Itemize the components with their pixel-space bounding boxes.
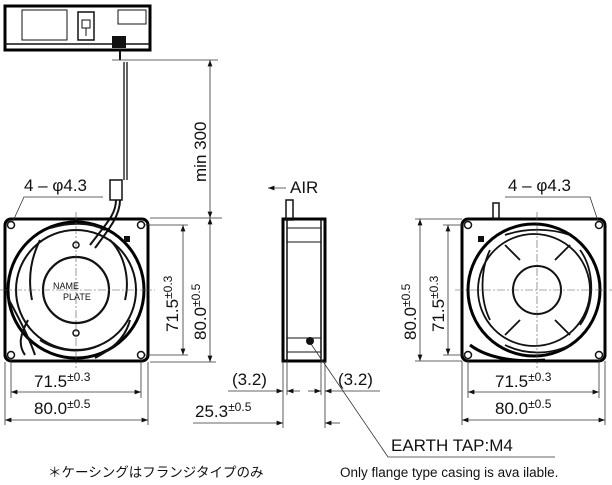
mounting-hole: [136, 220, 146, 230]
mounting-hole: [136, 350, 146, 360]
mounting-hole: [6, 220, 16, 230]
note-japanese: ＊ケーシングはフランジタイプのみ: [48, 465, 263, 480]
hole-callout: 4 – φ4.3: [508, 176, 571, 195]
hole-pitch-vertical: 71.5±0.3: [161, 275, 182, 332]
nameplate-label: NAME: [53, 281, 79, 291]
hole-pitch-vertical: 71.5±0.3: [427, 275, 448, 332]
hole-pitch-horizontal: 71.5±0.3: [495, 370, 552, 391]
size-horizontal: 80.0±0.5: [34, 397, 91, 418]
rear-view: 4 – φ4.3 80.0±0.5 71.5±0.3 71.5±0.3 80.0…: [399, 176, 612, 425]
front-view: NAME PLATE 4 – φ4.3 min 300 71.5±0.3 80.…: [0, 59, 222, 425]
mounting-hole: [6, 350, 16, 360]
flange-thickness-left: (3.2): [232, 370, 267, 389]
lead-length-dimension: min 300: [191, 122, 210, 182]
mounting-hole: [594, 350, 604, 360]
mounting-hole: [594, 220, 604, 230]
mounting-hole: [463, 220, 473, 230]
earth-tap-label: EARTH TAP:M4: [391, 436, 513, 455]
connector: [109, 179, 123, 201]
airflow-label: AIR: [290, 178, 318, 197]
side-view: AIR (3.2) (3.2) 25.3±0.5 EARTH TAP:M4: [193, 178, 555, 458]
size-vertical: 80.0±0.5: [399, 283, 420, 340]
hole-pitch-horizontal: 71.5±0.3: [34, 370, 91, 391]
depth-dimension: 25.3±0.5: [195, 400, 252, 421]
top-view: [3, 4, 152, 60]
size-vertical: 80.0±0.5: [189, 283, 210, 340]
flange-thickness-right: (3.2): [338, 370, 373, 389]
earth-tap: [306, 337, 314, 345]
size-horizontal: 80.0±0.5: [495, 397, 552, 418]
note-english: Only flange type casing is ava ilable.: [340, 465, 558, 480]
lead-wire: [123, 62, 128, 180]
mounting-hole: [463, 350, 473, 360]
hole-callout: 4 – φ4.3: [24, 176, 87, 195]
nameplate-label: PLATE: [63, 292, 91, 302]
